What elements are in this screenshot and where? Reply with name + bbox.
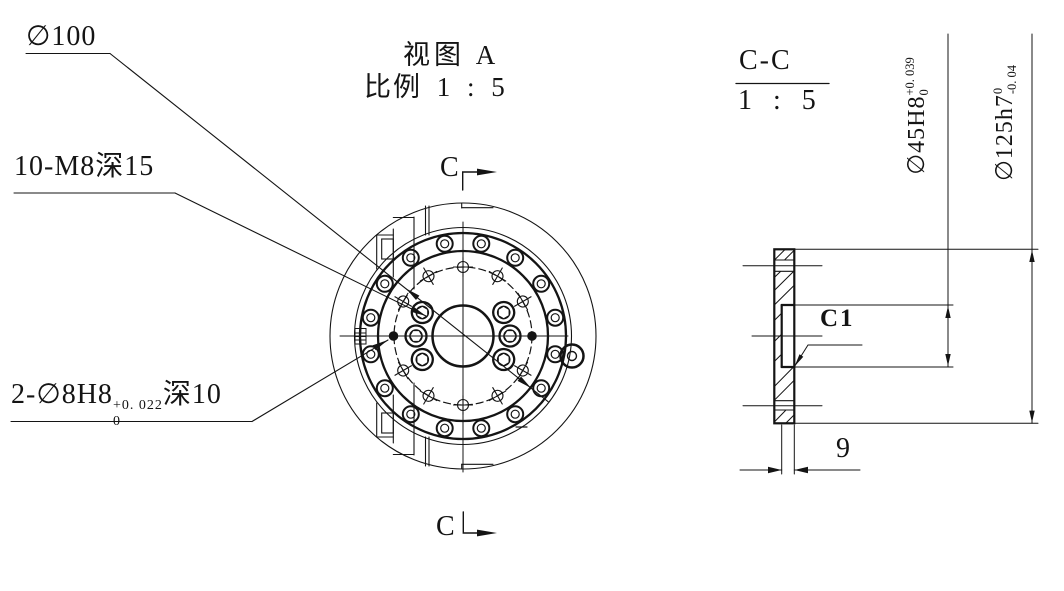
housing-notches xyxy=(424,202,494,470)
dowel-holes xyxy=(388,331,537,341)
section-scale: 1 : 5 xyxy=(738,85,817,116)
m8-tapped-holes xyxy=(394,256,532,416)
section-extension-lines xyxy=(781,248,1039,475)
flange-od-circle xyxy=(376,249,550,423)
housing-left-tabs xyxy=(376,216,415,456)
dowel-label-prefix: 2-∅8H8 xyxy=(11,379,113,410)
section-hatching xyxy=(774,249,795,424)
dowel-tol-lower: 0 xyxy=(112,413,121,429)
dowel-label-suffix: 深10 xyxy=(162,379,222,410)
od-tol-upper: 0 xyxy=(991,87,1005,95)
section-marker-top: C xyxy=(440,152,460,183)
outer-housing-circle xyxy=(329,202,597,470)
dowel-arrow xyxy=(372,340,388,351)
front-view-scale: 比例 1 : 5 xyxy=(364,72,507,102)
front-view-title: 视图 A xyxy=(403,40,500,70)
m8-leader xyxy=(174,192,427,317)
c1-arrow xyxy=(794,354,804,367)
section-cut-arrows xyxy=(477,168,497,537)
depth-dimension-label: 9 xyxy=(836,433,851,464)
m8-arrow xyxy=(411,306,426,316)
bore-dim-text: ∅45H8 xyxy=(904,95,930,175)
outer-pin-feature xyxy=(559,343,585,369)
dowel-leader xyxy=(251,339,389,423)
section-title: C-C xyxy=(739,45,792,76)
dia100-leader xyxy=(109,52,549,403)
center-bore-circle xyxy=(431,304,495,368)
od-dim-tolerance: 0-0. 04 xyxy=(991,65,1019,94)
section-marker-bottom: C xyxy=(436,511,456,542)
dimension-arrowheads xyxy=(768,250,1035,474)
label-bolt-circle-dia: ∅100 xyxy=(26,21,97,52)
bore-tol-lower: 0 xyxy=(917,89,931,96)
leader-arrowheads xyxy=(372,288,531,388)
c1-leader xyxy=(794,344,863,367)
od-dim-text: ∅125h7 xyxy=(992,94,1018,182)
bolt-holes-ring xyxy=(361,234,565,438)
serrated-tab xyxy=(354,328,367,345)
dowel-tol-upper: +0. 022 xyxy=(112,398,163,414)
chamfer-label: C1 xyxy=(820,305,855,332)
section-view-linework xyxy=(735,33,1039,475)
bolt-holes-ring-inner xyxy=(366,239,560,433)
section-cut-markers xyxy=(462,171,479,534)
dia100-arrow-upper xyxy=(406,288,420,300)
section-hole-lines xyxy=(773,259,795,411)
bore-tol-upper: +0. 039 xyxy=(903,57,917,96)
label-tapped-holes: 10-M8深15 xyxy=(14,151,155,182)
front-view-linework xyxy=(10,52,597,537)
leader-lines xyxy=(10,52,549,423)
od-tol-lower: -0. 04 xyxy=(1005,64,1019,95)
section-centerlines xyxy=(742,265,823,407)
dia100-arrow-lower xyxy=(517,376,531,388)
